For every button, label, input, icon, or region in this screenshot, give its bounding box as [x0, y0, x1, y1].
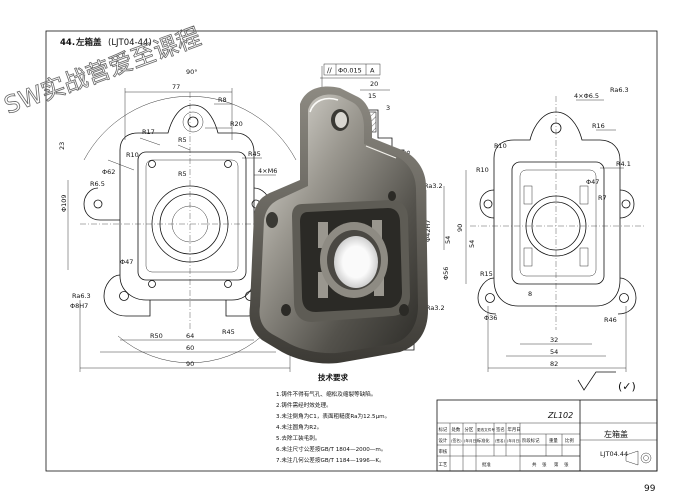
drawing-heading-number: 44.	[60, 38, 75, 48]
title-block-row2-2: (年月日)	[464, 438, 478, 443]
right-dim-32: 32	[550, 336, 558, 344]
right-view: 4×Φ6.5 Ra6.3 R16 R10 R10 R4.1 Φ47 R7 90 …	[456, 86, 646, 372]
section-dim-ra3-2-bottom: Ra3.2	[426, 304, 445, 312]
title-block-row2-5: (年月日)	[507, 438, 521, 443]
title-block-stage-1: 重量	[549, 437, 558, 444]
left-dim-r10: R10	[126, 151, 139, 159]
left-dim-r5: R5	[178, 136, 187, 144]
roughness-symbol-text: (✓)	[618, 380, 636, 393]
section-dim-phi56: Φ56	[442, 267, 450, 280]
drawing-frame	[45, 30, 658, 472]
left-dim-23: 23	[58, 142, 66, 150]
right-dim-82: 82	[550, 360, 558, 368]
left-dim-4xm6: 4×M6	[258, 167, 277, 175]
section-tolerance-value: Φ0.015	[338, 67, 362, 75]
title-block-sheet-3: 张	[564, 461, 569, 468]
left-dim-r5b: R5	[178, 170, 187, 178]
right-dim-phi47: Φ47	[586, 178, 599, 186]
title-block-drawing-no: LJT04.44	[600, 450, 628, 458]
right-dim-4xphi6-5: 4×Φ6.5	[574, 92, 599, 100]
left-dim-60: 60	[186, 344, 194, 352]
right-dim-r46: R46	[604, 316, 617, 324]
left-dim-phi62: Φ62	[102, 168, 115, 176]
title-block-header-1: 处数	[452, 426, 461, 433]
left-dim-r17: R17	[142, 128, 155, 136]
svg-text://: //	[327, 67, 332, 75]
right-dim-90: 90	[456, 224, 464, 232]
tech-req-title: 技术要求	[318, 372, 348, 382]
right-dim-54b: 54	[550, 348, 558, 356]
right-dim-r16: R16	[592, 122, 605, 130]
title-block-header-0: 标记	[439, 426, 448, 433]
tech-req-item-2: 2.铸件需经时效处理。	[276, 401, 332, 409]
title-block-material: ZL102	[547, 411, 573, 420]
left-dim-angle-90: 90°	[186, 68, 198, 76]
left-dim-r8: R8	[218, 96, 227, 104]
section-dim-phi42h7: Φ42H7	[424, 220, 432, 242]
roughness-symbol: (✓)	[577, 371, 636, 393]
right-dim-54: 54	[468, 240, 476, 248]
page-number: 99	[644, 484, 656, 494]
left-dim-phi47: Φ47	[120, 258, 133, 266]
right-dim-8: 8	[528, 290, 532, 298]
section-dim-15: 15	[368, 92, 376, 100]
left-view: 90° 77 R8 R17 R5 R20 R10 Φ62 R5 R6.5 R45…	[58, 68, 297, 372]
left-dim-r45: R45	[248, 150, 261, 158]
title-block-header-2: 分区	[465, 426, 474, 433]
left-dim-r20: R20	[230, 120, 243, 128]
title-block-part-name: 左箱盖	[604, 429, 628, 439]
left-dim-64: 64	[186, 332, 194, 340]
title-block-row2-0: 设计	[439, 437, 448, 444]
section-tolerance-datum: A	[370, 67, 375, 75]
drawing-heading-code: (LJT04-44)	[108, 38, 152, 48]
tech-req-item-4: 4.未注圆角为R2。	[276, 423, 322, 431]
title-block-row2-1: (签名)	[451, 438, 462, 443]
section-dim-ra3-2-top: Ra3.2	[424, 182, 443, 190]
title-block-header-3: 更改文件号	[477, 427, 495, 432]
title-block-header-5: 年月日	[508, 426, 521, 433]
left-dim-r6-5: R6.5	[90, 180, 105, 188]
tech-req-item-5: 5.去除工装毛刺。	[276, 434, 321, 442]
left-dim-ra6-3: Ra6.3	[72, 292, 91, 300]
section-dim-20: 20	[370, 80, 378, 88]
right-dim-r15: R15	[480, 270, 493, 278]
right-dim-r10b: R10	[476, 166, 489, 174]
tech-req-item-6: 6.未注尺寸公差按GB/T 1804—2000—m。	[276, 445, 386, 453]
tech-req-item-7: 7.未注几何公差按GB/T 1184—1996—K。	[276, 456, 385, 464]
right-dim-phi36: Φ36	[484, 314, 497, 322]
title-block-sheet-2: 第	[554, 461, 559, 468]
technical-requirements: 技术要求 1.铸件不得有气孔、缩松及缩裂等缺陷。 2.铸件需经时效处理。 3.未…	[276, 372, 390, 464]
drawing-heading-name: 左箱盖	[75, 37, 102, 48]
left-dim-phi109: Φ109	[60, 194, 68, 212]
right-dim-r7: R7	[598, 194, 607, 202]
left-dim-77: 77	[172, 83, 180, 91]
left-dim-r45b: R45	[222, 328, 235, 336]
right-dim-r4-1: R4.1	[616, 160, 631, 168]
left-dim-phi8h7: Φ8H7	[70, 302, 88, 310]
watermark: SW实战营爱至课程	[2, 22, 205, 120]
title-block-row3-0: 审核	[439, 448, 448, 455]
title-block: ZL102 左箱盖 LJT04.44 标记 处数 分区 更改文件号 签名 年月日…	[436, 399, 658, 472]
title-block-row2-3: 标准化	[477, 437, 490, 444]
left-dim-r50: R50	[150, 332, 163, 340]
left-dim-90: 90	[186, 360, 194, 368]
section-dim-54: 54	[444, 236, 452, 244]
title-block-stage-0: 阶段标记	[522, 437, 540, 444]
section-dim-3: 3	[386, 104, 390, 112]
title-block-row2-4: (签名)	[495, 438, 506, 443]
title-block-sheet-0: 共	[532, 461, 537, 468]
title-block-row4-1: 批准	[482, 461, 491, 468]
title-block-sheet-1: 张	[542, 461, 547, 468]
tech-req-item-3: 3.未注倒角为C1，表面粗糙度Ra为12.5μm。	[276, 412, 390, 420]
projection-symbol-icon	[625, 450, 652, 466]
title-block-header-4: 签名	[496, 426, 505, 433]
right-dim-ra6-3: Ra6.3	[610, 86, 629, 94]
right-dim-r10: R10	[494, 142, 507, 150]
watermark-text: SW实战营爱至课程	[2, 23, 205, 120]
part-3d-render	[249, 86, 428, 364]
tech-req-item-1: 1.铸件不得有气孔、缩松及缩裂等缺陷。	[276, 390, 376, 398]
title-block-stage-2: 比例	[565, 437, 574, 444]
title-block-row4-0: 工艺	[439, 462, 448, 468]
